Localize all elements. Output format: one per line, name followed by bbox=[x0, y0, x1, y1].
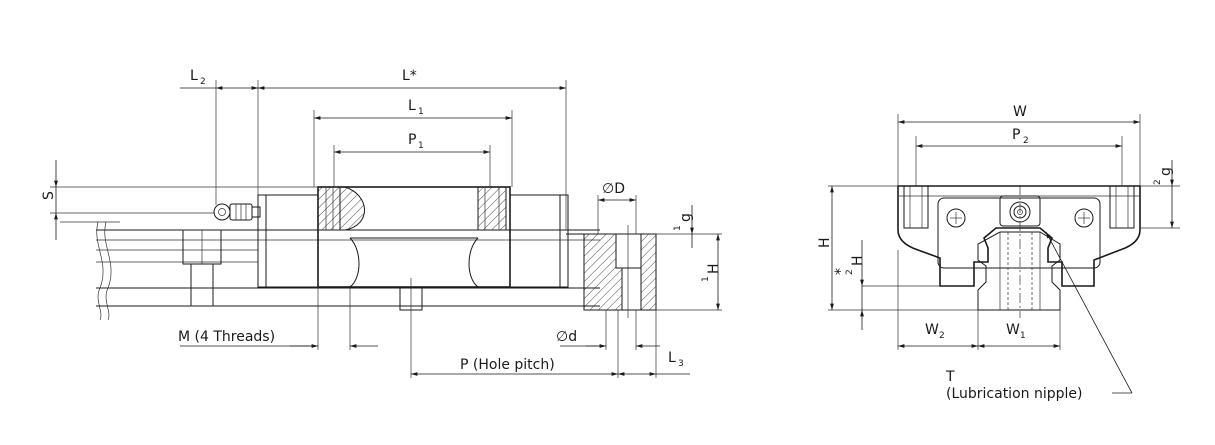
end-cap-left bbox=[265, 194, 319, 288]
l-star-label: L* bbox=[402, 68, 417, 84]
l3-subscript: 3 bbox=[678, 359, 684, 369]
g1-label: g bbox=[678, 213, 694, 222]
rail-end-profile bbox=[977, 231, 1061, 311]
w-label: W bbox=[1013, 104, 1027, 120]
hole-pitch-label: P (Hole pitch) bbox=[460, 357, 555, 373]
h2-label: H bbox=[850, 255, 866, 266]
p2-subscript: 2 bbox=[1023, 136, 1029, 146]
screw-right bbox=[1074, 208, 1094, 228]
bolt-hole-right bbox=[1109, 185, 1135, 229]
w1-subscript: 1 bbox=[1020, 331, 1026, 341]
l3-label: L bbox=[668, 350, 676, 366]
w2-label: W bbox=[925, 322, 939, 338]
carriage-block-end bbox=[897, 185, 1141, 287]
p1-subscript: 1 bbox=[418, 141, 424, 151]
p1-label: P bbox=[408, 132, 416, 148]
bolt-hole-left bbox=[903, 185, 929, 229]
g2-subscript: 2 bbox=[1153, 179, 1163, 185]
lubrication-nipple-label: (Lubrication nipple) bbox=[946, 386, 1082, 402]
phi-big-d-label: ∅D bbox=[602, 181, 625, 197]
w1-label: W bbox=[1006, 322, 1020, 338]
end-seal-right bbox=[559, 194, 569, 288]
side-view: L 2 L* L 1 P 1 S ∅D g 1 H 1 M (4 Threads… bbox=[41, 68, 722, 378]
m-threads-label: M (4 Threads) bbox=[178, 329, 275, 345]
end-seal-left bbox=[257, 194, 267, 288]
p2-label: P bbox=[1012, 127, 1020, 143]
phi-small-d-label: ∅d bbox=[556, 329, 577, 345]
h-label: H bbox=[817, 237, 833, 248]
lubrication-nipple-side bbox=[213, 203, 261, 221]
g2-label: g bbox=[1158, 167, 1174, 176]
rail-side bbox=[60, 221, 600, 321]
screw-left bbox=[946, 208, 966, 228]
g1-subscript: 1 bbox=[673, 225, 683, 231]
h1-label: H bbox=[706, 263, 722, 274]
end-view: W P 2 g 2 H H 2 * W 2 W 1 T (Lubrication… bbox=[817, 104, 1180, 402]
w2-subscript: 2 bbox=[939, 331, 945, 341]
end-plate bbox=[937, 197, 1101, 269]
rail-bolt-left bbox=[182, 229, 222, 307]
carriage-block-side bbox=[317, 186, 511, 288]
rail-end-section bbox=[566, 225, 657, 318]
h2-subscript: 2 bbox=[845, 269, 855, 275]
h1-subscript: 1 bbox=[701, 276, 711, 282]
s-label: S bbox=[41, 191, 57, 200]
l1-subscript: 1 bbox=[418, 107, 424, 117]
l2-label: L bbox=[190, 68, 198, 84]
l1-label: L bbox=[408, 98, 416, 114]
t-label: T bbox=[945, 369, 955, 385]
l2-subscript: 2 bbox=[200, 77, 206, 87]
end-cap-right bbox=[509, 194, 561, 288]
h2-star: * bbox=[833, 268, 849, 275]
